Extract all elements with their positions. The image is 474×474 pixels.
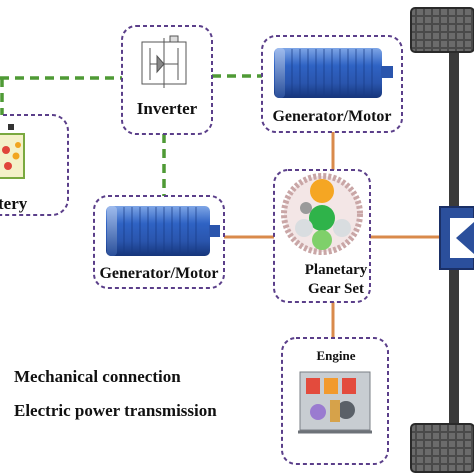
battery-icon-cell bbox=[12, 152, 20, 160]
wheel-axle-assembly bbox=[410, 7, 474, 473]
legend-mechanical-label: Mechanical connection bbox=[14, 367, 181, 386]
planetary-gear-label-line2: Gear Set bbox=[308, 281, 364, 297]
legend-electric-label: Electric power transmission bbox=[14, 401, 217, 420]
electric-connections bbox=[0, 74, 264, 198]
generator-motor-left-component: Generator/Motor bbox=[93, 195, 225, 289]
motor-top-icon bbox=[274, 48, 393, 98]
battery-icon-terminal bbox=[8, 124, 14, 130]
generator-motor-left-label: Generator/Motor bbox=[99, 265, 218, 282]
engine-icon bbox=[298, 371, 372, 434]
top-wheel bbox=[410, 7, 474, 53]
engine-component: Engine bbox=[281, 337, 389, 465]
inverter-circuit-icon bbox=[141, 35, 187, 88]
inverter-label: Inverter bbox=[137, 99, 198, 118]
motor-left-icon bbox=[106, 206, 220, 256]
inverter-component: Inverter bbox=[121, 25, 213, 135]
planetary-gear-component: Planetary Gear Set bbox=[273, 169, 371, 303]
planetary-gear-label-line1: Planetary bbox=[305, 262, 368, 278]
gear-icon bbox=[281, 173, 363, 255]
engine-label: Engine bbox=[316, 348, 355, 363]
battery-icon-cell bbox=[15, 142, 21, 148]
battery-label: tery bbox=[0, 194, 28, 213]
battery-icon-cell bbox=[4, 162, 12, 170]
generator-motor-top-label: Generator/Motor bbox=[272, 108, 391, 125]
battery-icon-body bbox=[0, 133, 25, 179]
inverter-box bbox=[121, 25, 213, 135]
generator-motor-top-component: Generator/Motor bbox=[261, 35, 403, 133]
differential-arrow bbox=[456, 222, 474, 254]
mechanical-connections bbox=[224, 132, 440, 338]
battery-icon-cell bbox=[2, 146, 10, 154]
bottom-wheel bbox=[410, 423, 474, 473]
legend: Mechanical connection Electric power tra… bbox=[14, 367, 217, 420]
battery-component: tery bbox=[0, 114, 69, 216]
